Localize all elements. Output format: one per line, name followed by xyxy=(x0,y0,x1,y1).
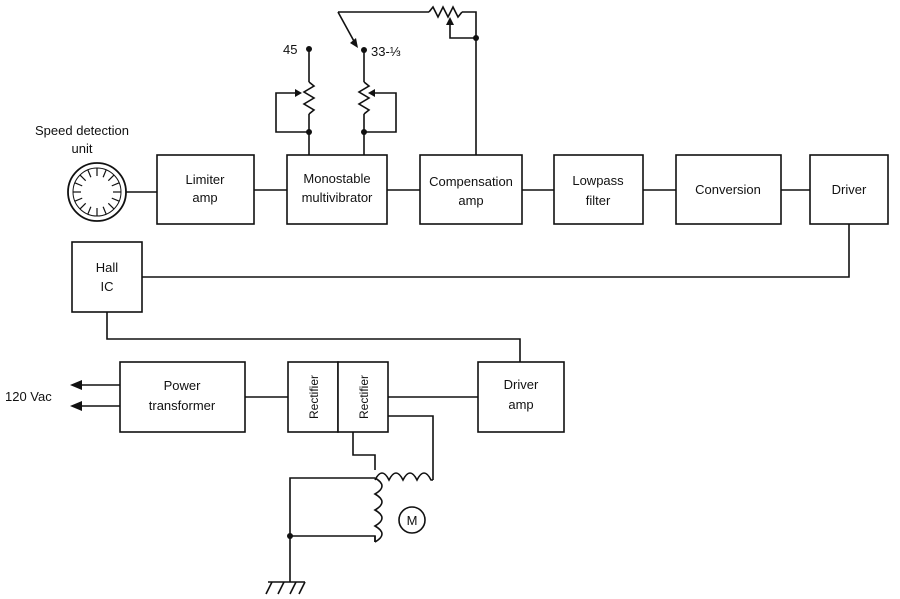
speed-detection-label-2: unit xyxy=(72,141,93,156)
motor-label: M xyxy=(407,513,418,528)
speed-select-network: 45 33-⅓ xyxy=(275,5,479,155)
power-transformer-label-2: transformer xyxy=(149,398,216,413)
limiter-amp-label-2: amp xyxy=(192,190,217,205)
motor-icon xyxy=(398,506,426,534)
limiter-amp-block: Limiter amp xyxy=(156,154,255,225)
speed-detection-wheel-icon xyxy=(67,162,127,222)
rectifier-block-1: Rectifier xyxy=(287,361,339,433)
hall-ic-label-2: IC xyxy=(101,279,114,294)
power-transformer-block: Power transformer xyxy=(119,361,246,433)
wheel-tooth xyxy=(87,169,92,178)
driver-amp-label-2: amp xyxy=(508,397,533,412)
lowpass-label-2: filter xyxy=(586,193,611,208)
conversion-block: Conversion xyxy=(675,154,782,225)
wheel-tooth xyxy=(74,197,83,202)
rectifier-1-label: Rectifier xyxy=(307,375,321,419)
limiter-amp-label-1: Limiter xyxy=(185,172,225,187)
hall-to-driver-amp-wire xyxy=(106,312,521,362)
speed-detection-label-1: Speed detection xyxy=(35,123,129,138)
wheel-tooth xyxy=(107,202,115,210)
ac-input: 120 Vac xyxy=(5,380,120,411)
driver-label: Driver xyxy=(832,182,867,197)
conversion-label: Conversion xyxy=(695,182,761,197)
driver-amp-block: Driver amp xyxy=(477,361,565,433)
driver-to-hall-wire xyxy=(142,224,850,278)
lowpass-label-1: Lowpass xyxy=(572,173,624,188)
wheel-tooth xyxy=(102,169,107,178)
ac-input-label: 120 Vac xyxy=(5,389,52,404)
wheel-tooth xyxy=(74,182,83,187)
compensation-amp-block: Compensation amp xyxy=(419,154,523,225)
speed-45-label: 45 xyxy=(283,42,297,57)
monostable-label-2: multivibrator xyxy=(302,190,373,205)
wheel-tooth xyxy=(87,206,92,215)
compensation-label-2: amp xyxy=(458,193,483,208)
wheel-tooth xyxy=(111,197,120,202)
rectifier-2-label: Rectifier xyxy=(357,375,371,419)
power-transformer-label-1: Power xyxy=(164,378,202,393)
lowpass-filter-block: Lowpass filter xyxy=(553,154,644,225)
driver-amp-label-1: Driver xyxy=(504,377,539,392)
compensation-label-1: Compensation xyxy=(429,174,513,189)
speed-33-label: 33-⅓ xyxy=(371,44,401,59)
hall-ic-block: Hall IC xyxy=(71,241,143,313)
monostable-label-1: Monostable xyxy=(303,171,370,186)
wheel-tooth xyxy=(79,202,87,210)
top-row-wires xyxy=(126,189,810,193)
hall-ic-label-1: Hall xyxy=(96,260,119,275)
wheel-tooth xyxy=(107,174,115,182)
monostable-multivibrator-block: Monostable multivibrator xyxy=(286,154,388,225)
wheel-tooth xyxy=(79,174,87,182)
ground-icon xyxy=(265,581,306,595)
motor-windings: M xyxy=(287,415,434,582)
wheel-tooth xyxy=(102,206,107,215)
driver-block: Driver xyxy=(809,154,889,225)
wheel-tooth xyxy=(111,182,120,187)
rectifier-block-2: Rectifier xyxy=(337,361,389,433)
